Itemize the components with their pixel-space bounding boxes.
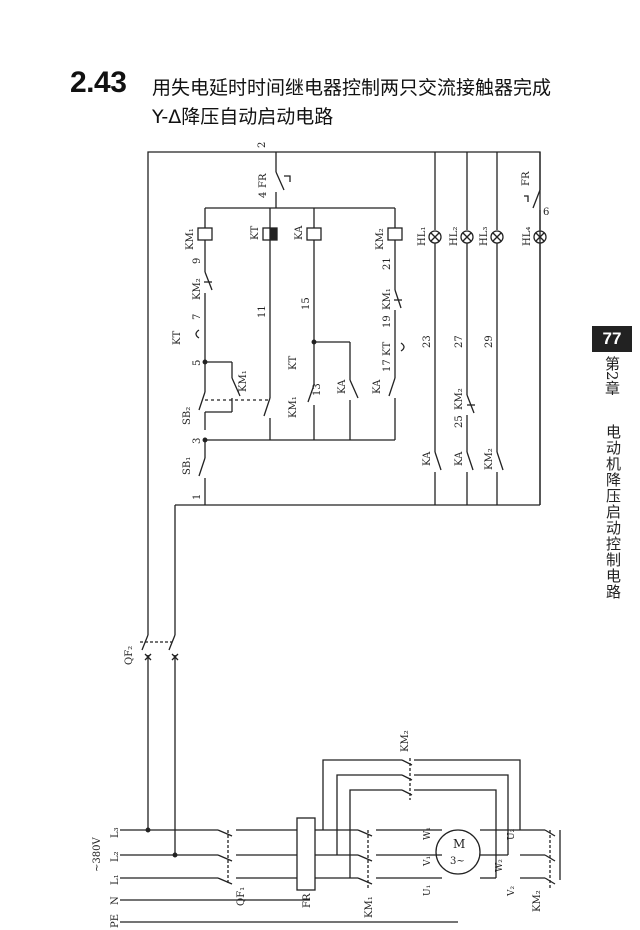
coil-label-km1: KM₁	[185, 228, 196, 250]
km2-star-label: KM₂	[532, 890, 543, 912]
control-circuit	[147, 151, 547, 635]
contact-label: KM₂	[192, 278, 203, 300]
supply-voltage-label: ~380V	[92, 837, 103, 872]
page-number: 77	[592, 326, 632, 352]
motor-label: M	[453, 837, 465, 851]
lamp-label-hl3: HL₃	[479, 227, 490, 246]
wire-label: 15	[301, 297, 312, 310]
contact-label: KM₂	[484, 448, 495, 470]
breaker-qf2	[140, 634, 179, 855]
labels: 2 4 FR 6 KM₁ KT KA KM₂ 9 7 KM₂ KT 5 KM₁ …	[92, 142, 549, 928]
contact-label: KM₂	[454, 388, 465, 410]
wire-label: 13	[312, 383, 323, 396]
wire-label: 9	[192, 258, 203, 264]
wire-label: 3	[192, 438, 203, 444]
wire-label: 1	[192, 494, 203, 500]
motor-phase-label: 3~	[450, 856, 465, 867]
sb1-label: SB₁	[182, 457, 193, 475]
contact-label: KA	[337, 379, 348, 394]
qf2-label: QF₂	[124, 646, 135, 665]
section-number: 2.43	[70, 66, 127, 99]
contact-label: KA	[372, 379, 383, 394]
chapter-title: 电动机降压启动控制电路	[604, 424, 622, 600]
wire-label: 21	[382, 257, 393, 270]
contact-label: KT	[382, 342, 393, 356]
wire-label: 6	[543, 207, 549, 218]
wire-label: 19	[382, 315, 393, 328]
coil-label-ka: KA	[294, 225, 305, 240]
line-label-n: N	[110, 896, 121, 905]
wire-label: 25	[454, 415, 465, 428]
section-title-line-2: Y-Δ降压自动启动电路	[152, 106, 334, 128]
terminal-label: V₂	[507, 886, 517, 897]
terminal-label: U₂	[507, 828, 517, 840]
terminal-label: W₂	[495, 859, 505, 872]
terminal-label: U₁	[423, 885, 433, 896]
coil-label-km2: KM₂	[375, 228, 386, 250]
lamp-label-hl4: HL₄	[522, 227, 533, 246]
wire-label: 5	[192, 360, 203, 366]
wire-label: 11	[257, 305, 268, 318]
wire-label: 17	[382, 359, 393, 372]
terminal-label: V₁	[423, 856, 433, 867]
sb2-label: SB₂	[182, 407, 193, 425]
lamp-label-hl1: HL₁	[417, 227, 428, 246]
contact-label: KT	[288, 356, 299, 370]
line-label-l2: L₂	[110, 851, 121, 862]
km1-main-label: KM₁	[364, 896, 375, 918]
contact-label: FR	[521, 171, 532, 186]
line-label-l1: L₁	[110, 874, 121, 885]
wire-label: 2	[257, 142, 268, 148]
overload-fr	[296, 817, 316, 891]
contact-label: KA	[454, 451, 465, 466]
terminal-label: W₁	[423, 827, 433, 840]
contact-label: KA	[422, 451, 433, 466]
wire-label: 27	[454, 335, 465, 348]
coil-label-kt: KT	[250, 226, 261, 240]
wire-label: 4	[258, 192, 269, 198]
chapter-label: 第2章	[603, 356, 621, 396]
lamp-label-hl2: HL₂	[449, 227, 460, 246]
wire-label: 29	[484, 335, 495, 348]
line-label-l3: L₃	[110, 827, 121, 838]
contact-label: KM₁	[238, 370, 249, 392]
section-title-line-1: 用失电延时时间继电器控制两只交流接触器完成	[152, 77, 552, 99]
km2-delta-label: KM₂	[400, 730, 411, 752]
wire-label: 7	[192, 314, 203, 320]
coil-km1	[197, 227, 213, 241]
wire-label: 23	[422, 335, 433, 348]
contact-label: KM₁	[288, 396, 299, 418]
coil-ka	[306, 227, 322, 241]
motor	[435, 829, 481, 875]
contact-label: KT	[172, 331, 183, 345]
main-circuit	[120, 758, 561, 923]
fr-main-label: FR	[302, 893, 313, 908]
contact-label: KM₁	[382, 288, 393, 310]
qf1-label: QF₁	[236, 887, 247, 906]
coil-km2	[387, 227, 403, 241]
fr-top-label: FR	[258, 173, 269, 188]
line-label-pe: PE	[110, 914, 121, 928]
